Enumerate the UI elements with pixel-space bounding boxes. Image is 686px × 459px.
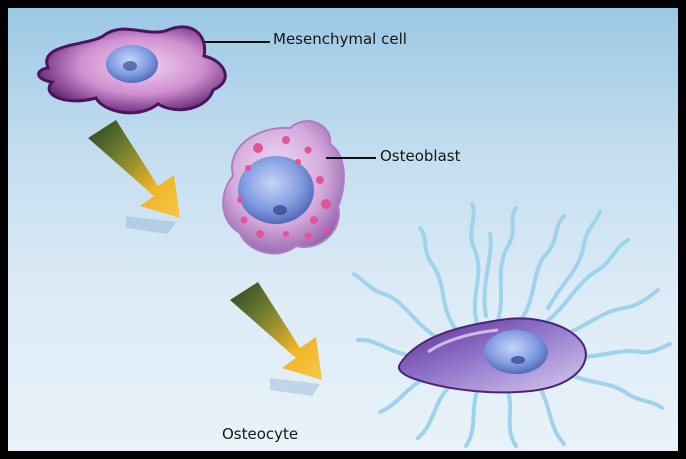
osteoblast-label: Osteoblast [380, 149, 461, 164]
osteocyte-nucleus [484, 330, 548, 374]
osteocyte-nucleolus [511, 356, 525, 364]
bone-cell-diagram [8, 8, 678, 451]
arrow-1 [88, 120, 180, 234]
osteoblast-nucleolus [273, 205, 287, 215]
arrow-2 [230, 282, 322, 396]
mesenchymal-nucleolus [123, 61, 137, 71]
mesenchymal-cell [39, 27, 226, 113]
osteoblast-cell [223, 121, 344, 254]
osteocyte-label: Osteocyte [222, 427, 298, 442]
mesenchymal-cell-label: Mesenchymal cell [273, 32, 407, 47]
